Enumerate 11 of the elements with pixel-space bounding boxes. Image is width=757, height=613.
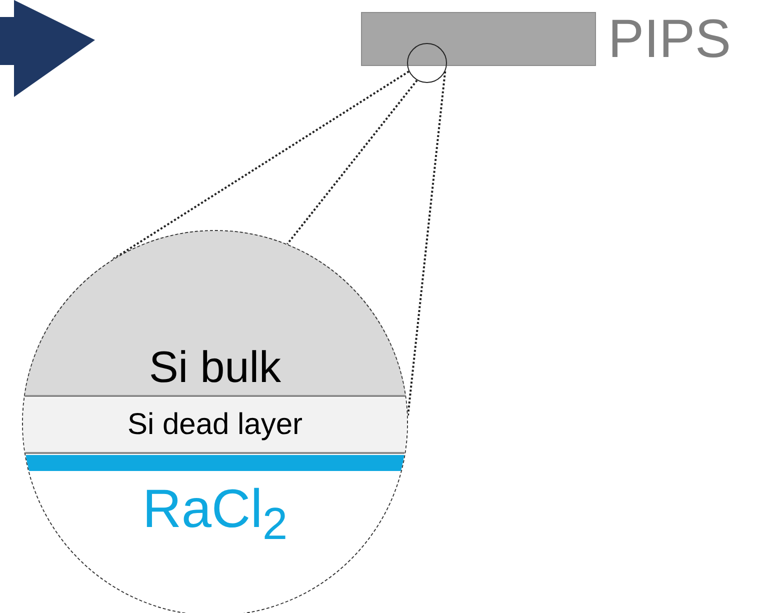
layer-label: Si bulk (148, 343, 282, 393)
layer-band (23, 398, 407, 454)
zoom-line (286, 80, 418, 245)
magnifier-circle (407, 43, 447, 83)
coating-layer (23, 455, 407, 471)
zoom-line (406, 71, 446, 416)
formula-label: RaCl$_{2}$ (142, 478, 288, 551)
detector-label: PIPS (608, 8, 732, 71)
layer-label: Si dead layer (127, 408, 303, 442)
zoom-line (112, 70, 410, 260)
detector-rectangle (361, 12, 596, 66)
